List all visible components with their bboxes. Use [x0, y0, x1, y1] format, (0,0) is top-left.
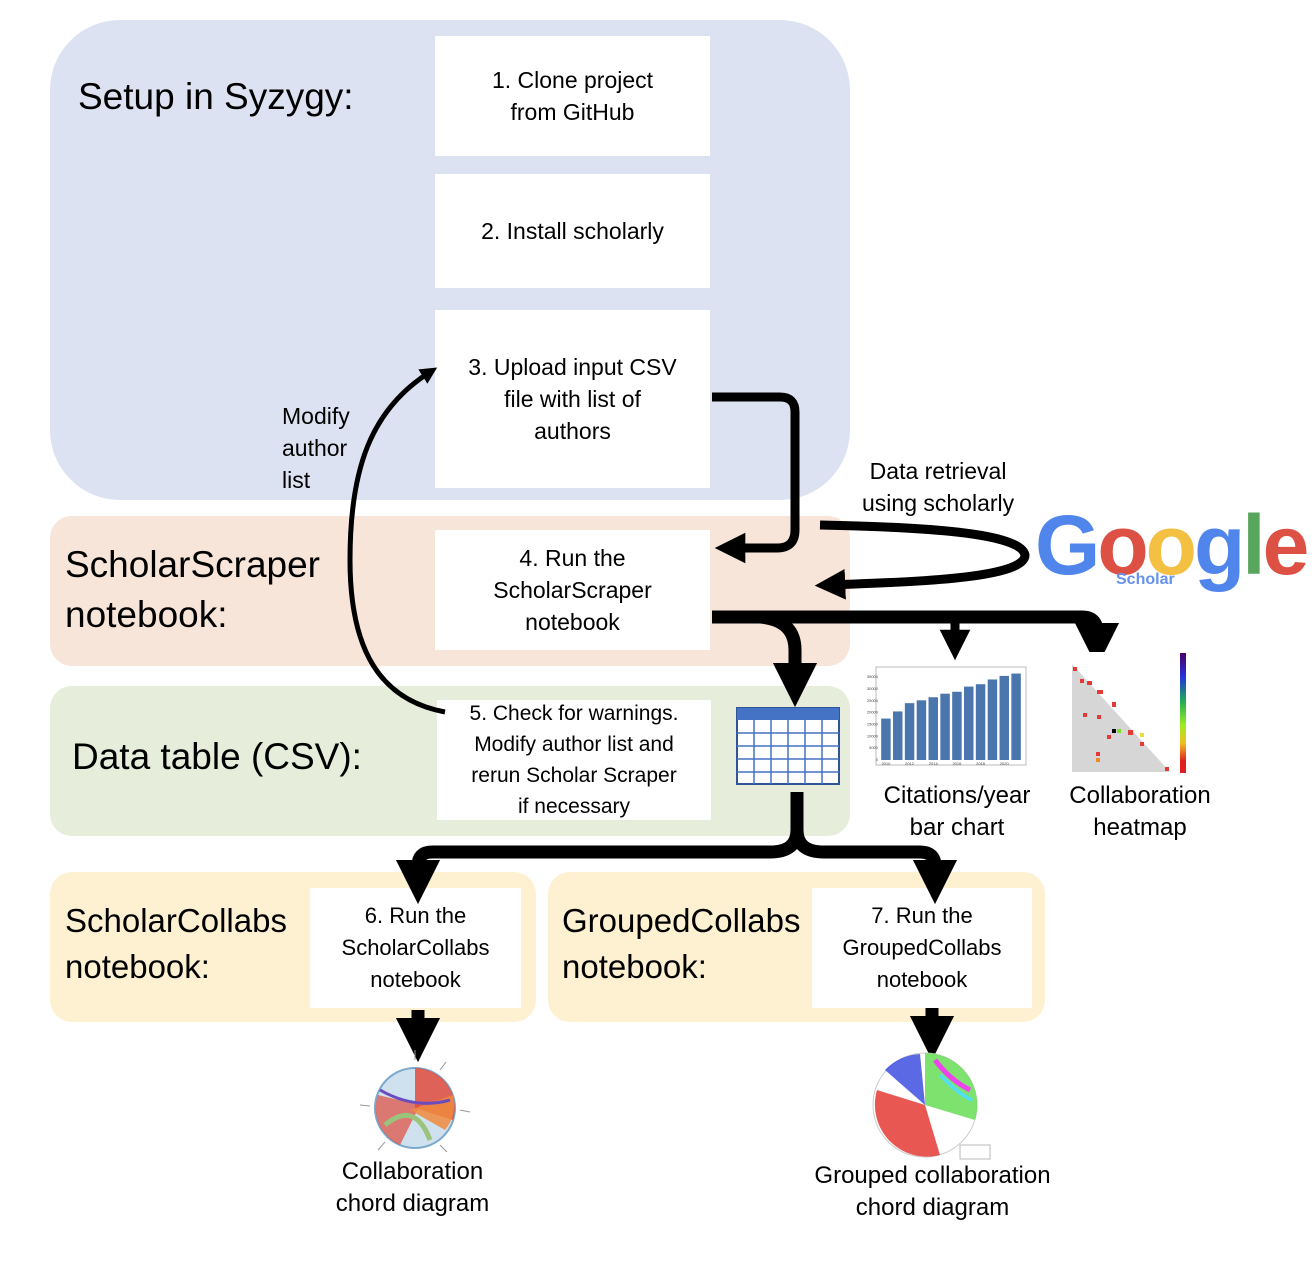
- data-table-label: Data table (CSV):: [72, 736, 362, 777]
- scholarscraper-label: ScholarScraper notebook:: [65, 544, 321, 635]
- google-scholar-logo: Google: [1035, 498, 1310, 592]
- arrow-step3-to-step4: [712, 392, 800, 564]
- chord-caption: Collaboration chord diagram: [335, 1158, 490, 1217]
- modify-author-note: Modify author list: [282, 403, 350, 493]
- citations-bar-chart-thumbnail: 2010 2012 2014 2016 2018 2020 0 5000 10000 15000 2…: [867, 666, 1027, 766]
- x-tick-label: 2018: [976, 761, 986, 766]
- x-tick-label: 2020: [1000, 761, 1010, 766]
- y-tick-label: 5000: [869, 745, 879, 750]
- collaboration-chord-diagram-thumbnail: [359, 1050, 471, 1153]
- collaboration-heatmap-thumbnail: [1055, 652, 1188, 777]
- x-tick-label: 2014: [929, 761, 939, 766]
- bar-2011: [893, 711, 903, 760]
- step-4-box: 4. Run the ScholarScraper notebook: [435, 530, 710, 650]
- x-tick-label: 2010: [881, 761, 891, 766]
- groupedcollabs-label: GroupedCollabs notebook:: [562, 902, 801, 985]
- logo-letter: l: [1242, 498, 1265, 592]
- arrow-data-retrieval-loop: [814, 520, 1030, 600]
- y-tick-label: 0: [876, 757, 879, 762]
- setup-label: Setup in Syzygy:: [78, 76, 354, 117]
- arrow-to-csv-table: [759, 610, 818, 708]
- bar-2021: [1011, 673, 1021, 760]
- bar-2016: [952, 691, 962, 760]
- y-tick-label: 35000: [867, 674, 879, 679]
- grouped-chord-diagram-thumbnail: [872, 1052, 991, 1160]
- bar-chart-caption: Citations/year bar chart: [883, 782, 1031, 841]
- grouped-chord-caption: Grouped collaboration chord diagram: [814, 1162, 1051, 1221]
- step-2-box: 2. Install scholarly: [435, 174, 710, 288]
- y-tick-label: 20000: [867, 710, 879, 715]
- logo-letter: G: [1035, 498, 1100, 592]
- step-1-box: 1. Clone project from GitHub: [435, 36, 710, 156]
- y-tick-label: 15000: [867, 721, 879, 726]
- step-5-box: 5. Check for warnings. Modify author lis…: [437, 700, 711, 820]
- bar-2018: [975, 684, 986, 760]
- scholarcollabs-label: ScholarCollabs notebook:: [65, 902, 287, 985]
- arrow-csv-to-notebooks: [395, 792, 804, 905]
- bar-2014: [928, 697, 938, 760]
- csv-table-icon: [736, 707, 840, 785]
- step-7-box: 7. Run the GroupedCollabs notebook: [812, 888, 1032, 1008]
- y-tick-label: 10000: [867, 733, 879, 738]
- bar-2012: [904, 703, 915, 760]
- arrow-step4-outputs: [712, 610, 1120, 668]
- logo-letter: o: [1145, 498, 1197, 592]
- bar-2010: [881, 718, 891, 760]
- step-6-box: 6. Run the ScholarCollabs notebook: [310, 888, 521, 1008]
- bar-2020: [999, 675, 1009, 760]
- logo-letter: e: [1262, 498, 1310, 592]
- y-tick-label: 30000: [867, 686, 879, 691]
- scholar-subtitle: Scholar: [1116, 571, 1175, 588]
- logo-letter: g: [1193, 498, 1245, 592]
- bar-2013: [916, 700, 927, 760]
- bar-2019: [987, 679, 998, 760]
- arrow-modify-author-loop: [347, 367, 446, 715]
- bar-2015: [940, 693, 950, 760]
- logo-letter: o: [1097, 498, 1148, 592]
- x-tick-label: 2012: [905, 761, 915, 766]
- arrow-csv-to-grouped: [790, 829, 958, 905]
- step-3-box: 3. Upload input CSV file with list of au…: [435, 310, 710, 488]
- y-tick-label: 25000: [867, 698, 879, 703]
- x-tick-label: 2016: [952, 761, 962, 766]
- data-retrieval-note: Data retrieval using scholarly: [862, 458, 1015, 516]
- bar-2017: [964, 686, 974, 760]
- heatmap-caption: Collaboration heatmap: [1069, 782, 1211, 841]
